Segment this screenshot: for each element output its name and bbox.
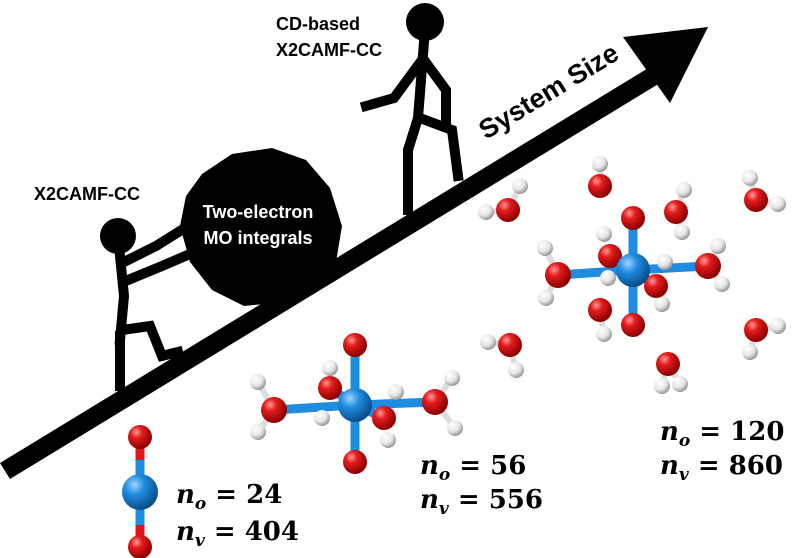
arrow-shaft xyxy=(0,67,660,479)
boulder-label-line1: Two-electron xyxy=(203,202,314,222)
no-label: no = 24 xyxy=(176,480,282,514)
system-label-small: no = 24 nv = 404 xyxy=(176,480,299,551)
boulder-shape xyxy=(180,148,342,306)
pushing-figure-leg-front xyxy=(116,320,185,362)
boulder: Two-electron MO integrals xyxy=(180,148,342,306)
walking-figure-leg-left xyxy=(403,111,425,215)
nv-label: nv = 556 xyxy=(420,485,543,519)
nv-label: nv = 404 xyxy=(176,517,299,551)
arrow-head xyxy=(623,27,708,103)
water xyxy=(742,318,786,360)
pushing-stick-figure xyxy=(100,218,197,391)
oxygen-atom xyxy=(128,425,152,449)
walking-figure-leg-right xyxy=(413,111,464,182)
water xyxy=(664,182,692,240)
walking-stick-figure xyxy=(359,3,464,215)
oxygen-atom xyxy=(128,535,152,558)
walking-figure-arm-right xyxy=(417,53,451,129)
system-label-medium: no = 56 nv = 556 xyxy=(420,451,543,519)
metal-atom xyxy=(122,474,158,510)
boulder-label-line2: MO integrals xyxy=(203,228,312,248)
pushing-figure-arm2 xyxy=(121,247,197,287)
water-molecules xyxy=(478,156,786,394)
walking-figure-head xyxy=(406,3,444,41)
water xyxy=(654,352,688,394)
pushing-figure-arm xyxy=(117,219,195,269)
metal-atom xyxy=(616,253,650,287)
molecule-medium xyxy=(250,333,463,474)
nv-label: nv = 860 xyxy=(660,451,783,485)
system-label-large: no = 120 nv = 860 xyxy=(660,417,784,485)
no-label: no = 120 xyxy=(660,417,784,451)
left-figure-label: X2CAMF-CC xyxy=(34,184,140,204)
water xyxy=(742,170,786,212)
metal-atom xyxy=(338,388,372,422)
water xyxy=(588,298,612,342)
molecule-large xyxy=(537,206,730,337)
no-label: no = 56 xyxy=(420,451,526,485)
right-figure-label-line1: CD-based xyxy=(276,14,360,34)
water xyxy=(588,156,612,198)
walking-figure-arm-left xyxy=(359,53,429,113)
water xyxy=(478,178,528,222)
water xyxy=(480,333,524,378)
pushing-figure-head xyxy=(100,218,136,254)
right-figure-label-line2: X2CAMF-CC xyxy=(276,40,382,60)
molecule-small xyxy=(122,425,158,558)
